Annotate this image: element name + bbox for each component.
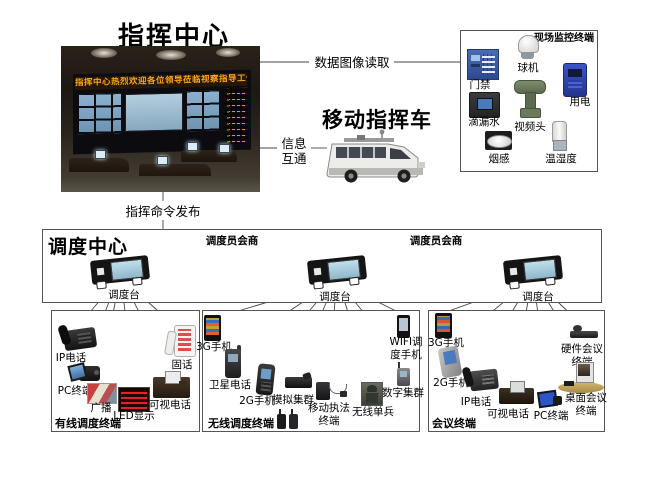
access-control-icon — [467, 49, 499, 80]
ip-phone-label: IP电话 — [55, 352, 87, 364]
desk-monitor — [95, 150, 106, 159]
console-label-1: 调度台 — [108, 289, 140, 301]
smoke-detector-icon — [485, 131, 512, 150]
power-meter-icon — [563, 63, 587, 97]
soldier-unit-label: 无线单兵 — [352, 406, 394, 418]
wifi-phone-label: WIFI调度手机 — [389, 336, 423, 362]
mobile-command-vehicle-title: 移动指挥车 — [322, 108, 432, 132]
dome-camera-label: 球机 — [517, 62, 539, 74]
conf-phone-2g-icon — [437, 345, 463, 379]
wifi-phone-icon — [397, 315, 410, 338]
video-phone-icon — [153, 371, 190, 398]
led-display-icon — [118, 387, 150, 412]
desktop-conference-icon — [558, 362, 604, 393]
consult-label-right: 调度员会商 — [409, 235, 463, 247]
law-enforcement-terminal-icon — [316, 380, 347, 401]
landline-phone-icon — [163, 325, 196, 358]
ptz-camera-icon — [514, 78, 546, 120]
welcome-banner: 指挥中心热烈欢迎各位领导莅临视察指导工作 — [75, 72, 247, 91]
smartphone-3g-label: 3G手机 — [196, 341, 232, 353]
ip-phone-icon — [57, 324, 98, 352]
video-wall: 指挥中心热烈欢迎各位领导莅临视察指导工作 — [73, 69, 251, 155]
phone-2g-icon — [255, 363, 276, 396]
analog-trunking-icon — [285, 371, 312, 390]
mobile-command-van — [326, 129, 425, 183]
temp-humidity-icon — [551, 121, 567, 151]
smartphone-3g-icon — [204, 315, 221, 341]
smoke-detector-label: 烟感 — [488, 153, 510, 165]
operator-desk — [139, 164, 211, 179]
info-exchange-label: 信息互通 — [281, 136, 307, 166]
console-label-2: 调度台 — [319, 291, 351, 303]
walkie-talkie-pair-icon — [277, 404, 302, 429]
data-image-read-label: 数据图像读取 — [314, 55, 390, 70]
soldier-unit-icon — [361, 382, 383, 406]
phone-2g-label: 2G手机 — [239, 395, 275, 407]
access-control-label: 门禁 — [469, 79, 491, 91]
conf-ip-phone-icon — [461, 366, 499, 392]
broadcast-icon — [87, 383, 117, 404]
desktop-conference-label: 桌面会议终端 — [565, 392, 607, 418]
digital-trunking-label: 数字集群 — [382, 387, 424, 399]
video-phone-label: 可视电话 — [149, 399, 191, 411]
law-enforcement-terminal-label: 移动执法终端 — [308, 402, 350, 428]
site-monitoring-title: 现场监控终端 — [534, 33, 594, 44]
console-label-3: 调度台 — [522, 291, 554, 303]
pc-terminal-label: PC终端 — [57, 385, 93, 397]
temp-humidity-label: 温湿度 — [545, 153, 577, 165]
landline-label: 固话 — [171, 359, 193, 371]
conf-ip-phone-label: IP电话 — [460, 396, 492, 408]
desk-monitor — [187, 142, 198, 151]
led-status-panel — [225, 87, 247, 145]
dispatch-console-1 — [89, 255, 151, 290]
satellite-phone-icon — [225, 345, 245, 378]
led-display-label: LED显示 — [113, 410, 155, 422]
dispatch-console-3 — [502, 255, 564, 290]
water-leak-label: 滴漏水 — [468, 116, 500, 128]
dispatch-console-2 — [306, 255, 368, 290]
room-floor — [61, 176, 260, 192]
desk-monitor — [219, 144, 230, 153]
hw-conference-icon — [570, 325, 598, 339]
dispatch-center-title: 调度中心 — [48, 236, 129, 258]
screen-grid — [185, 90, 221, 132]
power-meter-label: 用电 — [569, 96, 591, 108]
digital-trunking-icon — [397, 362, 412, 386]
command-center-room-photo: 指挥中心热烈欢迎各位领导莅临视察指导工作 — [61, 46, 260, 192]
analog-trunking-label: 模拟集群 — [272, 394, 314, 406]
water-leak-icon — [469, 92, 500, 118]
main-screen — [125, 92, 183, 132]
pc-terminal-icon — [67, 362, 101, 385]
conference-terminals-title: 会议终端 — [432, 417, 476, 430]
conf-pc-terminal-label: PC终端 — [533, 410, 569, 422]
dome-camera-icon — [517, 35, 539, 61]
desk-monitor — [157, 156, 168, 165]
screen-grid — [77, 93, 121, 135]
ptz-camera-label: 视频头 — [514, 121, 546, 133]
operator-desk — [181, 150, 237, 162]
conf-smartphone-3g-icon — [435, 313, 452, 338]
ceiling-light — [156, 50, 186, 60]
conf-phone-2g-label: 2G手机 — [433, 377, 469, 389]
consult-label-left: 调度员会商 — [205, 235, 259, 247]
conf-video-phone-label: 可视电话 — [487, 408, 529, 420]
command-release-label: 指挥命令发布 — [125, 204, 201, 219]
conf-pc-terminal-icon — [536, 389, 562, 410]
wired-terminals-title: 有线调度终端 — [55, 417, 121, 430]
broadcast-label: 广播 — [90, 402, 112, 414]
operator-desk — [69, 158, 129, 172]
ceiling-light — [91, 48, 117, 58]
conf-video-phone-icon — [499, 381, 534, 404]
ceiling-light — [216, 48, 240, 57]
satellite-phone-label: 卫星电话 — [209, 379, 251, 391]
wireless-terminals-title: 无线调度终端 — [208, 417, 274, 430]
